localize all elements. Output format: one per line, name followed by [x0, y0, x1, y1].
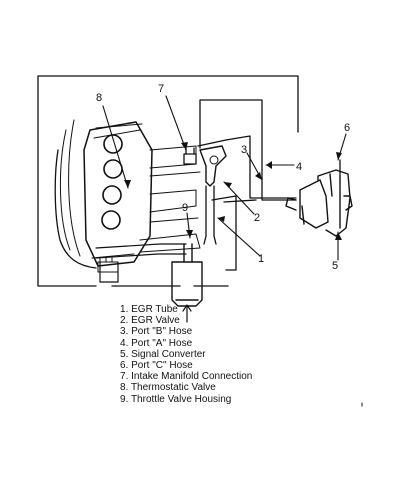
- legend-item: 5Signal Converter: [120, 349, 252, 360]
- legend-item: 3Port "B" Hose: [120, 326, 252, 337]
- legend-number: 4: [120, 338, 131, 349]
- legend-number: 3: [120, 326, 131, 337]
- legend-number: 8: [120, 382, 131, 393]
- legend-item: 1EGR Tube: [120, 304, 252, 315]
- egr-tube: [203, 185, 237, 271]
- legend-label: Intake Manifold Connection: [131, 371, 253, 383]
- legend-item: 2EGR Valve: [120, 315, 252, 326]
- callout-8: 8: [96, 92, 102, 104]
- diagram-frame: [37, 75, 299, 287]
- legend-item: 4Port "A" Hose: [120, 338, 252, 349]
- legend-number: 9: [120, 394, 131, 405]
- legend-label: Port "B" Hose: [131, 326, 193, 338]
- callout-3: 3: [241, 144, 247, 156]
- legend-item: 9Throttle Valve Housing: [120, 394, 252, 405]
- hose-lines: [199, 99, 341, 203]
- legend-number: 7: [120, 371, 131, 382]
- parts-legend: 1EGR Tube 2EGR Valve 3Port "B" Hose 4Por…: [120, 304, 252, 405]
- legend-item: 8Thermostatic Valve: [120, 382, 252, 393]
- legend-label: Thermostatic Valve: [130, 382, 216, 394]
- legend-label: Port "C" Hose: [131, 360, 193, 372]
- callout-5: 5: [332, 260, 338, 272]
- signal-converter: [285, 169, 353, 237]
- cylinder-ports: [101, 134, 123, 230]
- callout-7: 7: [158, 83, 164, 95]
- legend-number: 6: [120, 360, 131, 371]
- legend-label: Signal Converter: [131, 348, 206, 360]
- legend-number: 2: [120, 315, 131, 326]
- callout-1: 1: [258, 253, 264, 265]
- throttle-valve-housing: [171, 243, 203, 307]
- legend-label: Port "A" Hose: [131, 337, 193, 349]
- legend-number: 5: [120, 349, 131, 360]
- egr-valve: [197, 139, 227, 187]
- callout-9: 9: [182, 202, 188, 214]
- leader-lines: [102, 95, 347, 261]
- callout-2: 2: [254, 212, 260, 224]
- legend-item: 7Intake Manifold Connection: [120, 371, 252, 382]
- fitting: [97, 257, 119, 273]
- arrowheads: [124, 142, 342, 240]
- legend-label: EGR Tube: [131, 304, 178, 315]
- intake-runners: [139, 145, 201, 253]
- legend-item: 6Port "C" Hose: [120, 360, 252, 371]
- engine-block: [54, 119, 153, 269]
- callout-4: 4: [296, 161, 302, 173]
- legend-label: EGR Valve: [131, 315, 180, 327]
- legend-label: Throttle Valve Housing: [130, 393, 232, 405]
- callout-6: 6: [344, 122, 350, 134]
- legend-number: 1: [120, 304, 131, 315]
